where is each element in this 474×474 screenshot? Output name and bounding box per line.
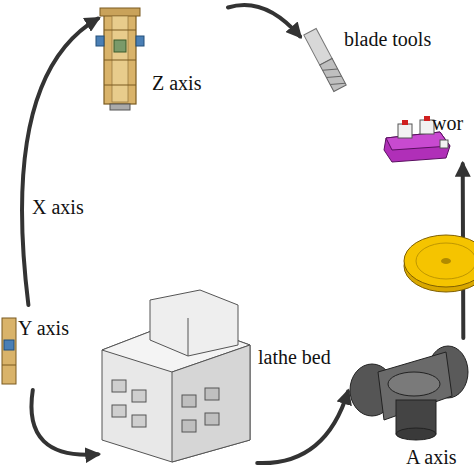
lathe-bed-node: lathe bed	[98, 288, 343, 463]
part-name: lathe bed	[258, 346, 331, 368]
flow-arrow	[228, 5, 300, 36]
blade-tools-node: blade tools	[300, 22, 470, 94]
part-name: Z axis	[152, 72, 201, 94]
z-axis-figure	[96, 8, 144, 110]
part-name: wor	[432, 112, 463, 134]
lathe-bed-figure	[102, 290, 250, 462]
y-axis-node: Y axis	[2, 305, 90, 390]
part-name: Y axis	[18, 317, 69, 339]
blade-tool-figure	[304, 28, 346, 91]
a-axis-node: A axis	[348, 338, 472, 472]
y-axis-figure	[2, 318, 16, 384]
flow-arrow	[257, 392, 348, 464]
a-axis-figure	[350, 346, 468, 440]
z-axis-node: Z axis	[98, 2, 228, 112]
flow-arrow	[22, 19, 98, 306]
part-name: blade tools	[344, 28, 431, 50]
workpiece-node: wor	[380, 108, 474, 164]
yellow-disk	[404, 235, 474, 292]
axis-label: X axis	[32, 196, 84, 218]
flow-arrow	[31, 390, 98, 455]
part-name: A axis	[406, 446, 457, 468]
